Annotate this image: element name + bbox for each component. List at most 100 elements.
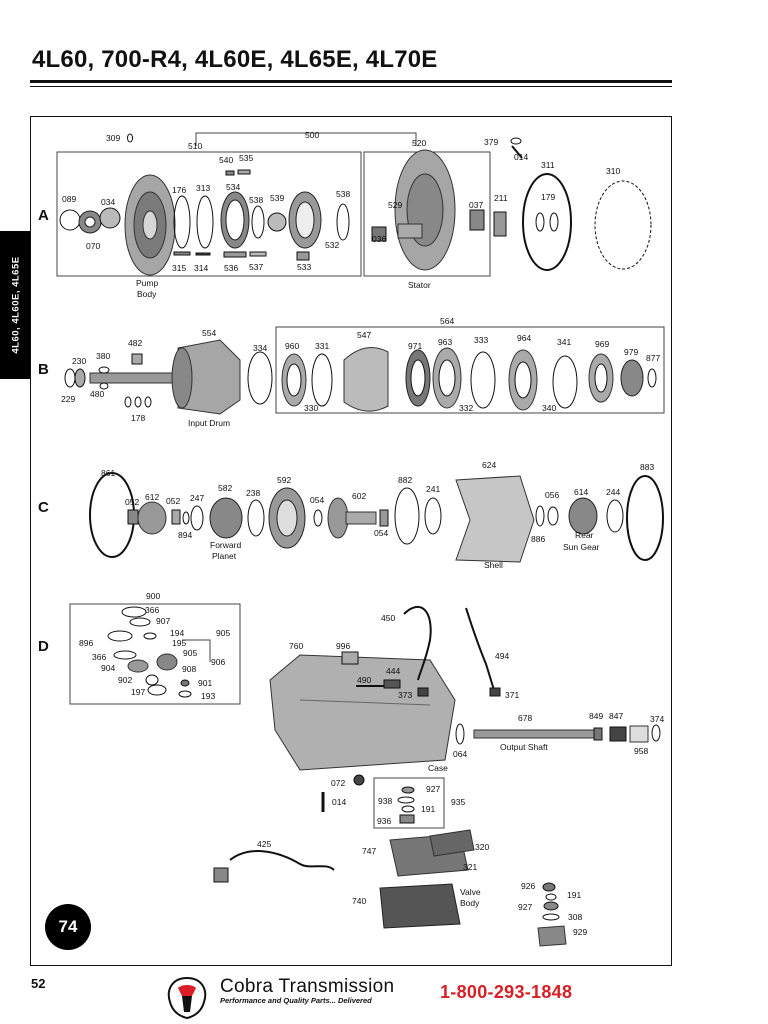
part-380-shape xyxy=(98,366,110,374)
part-label: 211 xyxy=(494,193,508,203)
part-label: 592 xyxy=(277,475,291,485)
part-label: 308 xyxy=(568,912,582,922)
section-b-label: B xyxy=(38,361,49,378)
part-label: 311 xyxy=(541,160,555,170)
part-906-shape xyxy=(156,653,178,671)
accumulator-group-box xyxy=(373,777,445,829)
part-238-shape xyxy=(247,499,265,537)
part-089-shape xyxy=(59,209,81,231)
part-373-shape xyxy=(417,687,429,697)
part-901-shape xyxy=(180,679,190,687)
forward-planet-shape xyxy=(209,497,243,539)
part-label: 539 xyxy=(270,193,284,203)
part-191-shape xyxy=(401,805,415,813)
part-927-shape xyxy=(401,786,415,794)
part-label: 195 xyxy=(172,638,186,648)
part-label: 894 xyxy=(178,530,192,540)
part-904-shape xyxy=(127,659,149,673)
part-label: 179 xyxy=(541,192,555,202)
part-label: 450 xyxy=(381,613,395,623)
part-label: 547 xyxy=(357,330,371,340)
part-178-shape-3 xyxy=(144,396,152,408)
part-label: 313 xyxy=(196,183,210,193)
part-label: 340 xyxy=(542,403,556,413)
caption-stator: Stator xyxy=(408,280,431,290)
part-label: 532 xyxy=(325,240,339,250)
part-178-shape-1 xyxy=(124,396,132,408)
part-178-shape-2 xyxy=(134,396,142,408)
part-label: 425 xyxy=(257,839,271,849)
caption-output-shaft: Output Shaft xyxy=(500,742,548,752)
caption-rear-sun-gear-1: Rear xyxy=(575,530,594,540)
part-label: 444 xyxy=(386,666,400,676)
part-333-shape xyxy=(470,351,496,409)
part-label: 052 xyxy=(125,497,139,507)
part-label: 072 xyxy=(331,778,345,788)
part-label: 309 xyxy=(106,133,120,143)
part-309-shape xyxy=(127,133,133,143)
part-label: 374 xyxy=(650,714,664,724)
part-064-shape xyxy=(455,723,465,745)
part-label: 314 xyxy=(194,263,208,273)
phone-number: 1-800-293-1848 xyxy=(440,982,573,1002)
part-371-shape xyxy=(489,687,501,697)
part-label: 332 xyxy=(459,403,473,413)
part-label: 178 xyxy=(131,413,145,423)
part-label: 193 xyxy=(201,691,215,701)
part-labels-b: 564 482 554 380 230 229 480 178 334 960 … xyxy=(61,316,660,423)
part-882-shape xyxy=(394,487,420,545)
part-341-shape xyxy=(552,355,578,409)
part-label: 034 xyxy=(101,197,115,207)
input-shaft-shape xyxy=(89,372,181,384)
caption-shell: Shell xyxy=(484,560,503,570)
part-label: 014 xyxy=(332,797,346,807)
part-847-shape xyxy=(609,726,627,742)
part-310-shape xyxy=(594,180,652,270)
part-425-connector xyxy=(213,867,229,883)
part-179-shape-1 xyxy=(535,212,545,232)
part-label: 929 xyxy=(573,927,587,937)
part-label: 535 xyxy=(239,153,253,163)
part-056-shape xyxy=(547,506,559,526)
part-label: 238 xyxy=(246,488,260,498)
part-label: 979 xyxy=(624,347,638,357)
output-shaft-shape xyxy=(473,729,595,739)
part-label: 900 xyxy=(146,591,160,601)
part-label: 533 xyxy=(297,262,311,272)
part-label: 534 xyxy=(226,182,240,192)
part-label: 927 xyxy=(426,784,440,794)
part-label: 614 xyxy=(574,487,588,497)
part-label: 310 xyxy=(606,166,620,176)
part-label: 482 xyxy=(128,338,142,348)
brand-name: Cobra Transmission xyxy=(220,976,395,997)
caption-rear-sun-gear-2: Sun Gear xyxy=(563,542,600,552)
part-886-shape xyxy=(535,505,545,527)
part-label: 760 xyxy=(289,641,303,651)
part-label: 341 xyxy=(557,337,571,347)
part-label: 064 xyxy=(453,749,467,759)
captions: Pump Body Stator Input Drum Forward Plan… xyxy=(136,278,600,908)
part-036-shape xyxy=(371,226,387,242)
shell-shape xyxy=(455,475,535,563)
part-labels-c: 861 052 612 052 247 582 238 592 054 602 … xyxy=(101,460,654,544)
part-label: 037 xyxy=(469,200,483,210)
part-241-shape xyxy=(424,497,442,535)
part-label: 886 xyxy=(531,534,545,544)
part-540-shape xyxy=(225,170,235,176)
part-label: 996 xyxy=(336,641,350,651)
part-label: 678 xyxy=(518,713,532,723)
part-958-shape xyxy=(629,725,649,743)
part-label: 538 xyxy=(336,189,350,199)
part-shapes xyxy=(56,132,665,947)
part-label: 861 xyxy=(101,468,115,478)
part-244-shape xyxy=(606,499,624,533)
valve-body-shape xyxy=(379,883,461,929)
part-label: 366 xyxy=(145,605,159,615)
section-a-label: A xyxy=(38,207,49,224)
part-label: 564 xyxy=(440,316,454,326)
page-number: 52 xyxy=(31,976,46,991)
part-314-shape xyxy=(195,252,211,256)
part-052-shape-1 xyxy=(127,509,139,525)
part-936-shape xyxy=(399,814,415,824)
